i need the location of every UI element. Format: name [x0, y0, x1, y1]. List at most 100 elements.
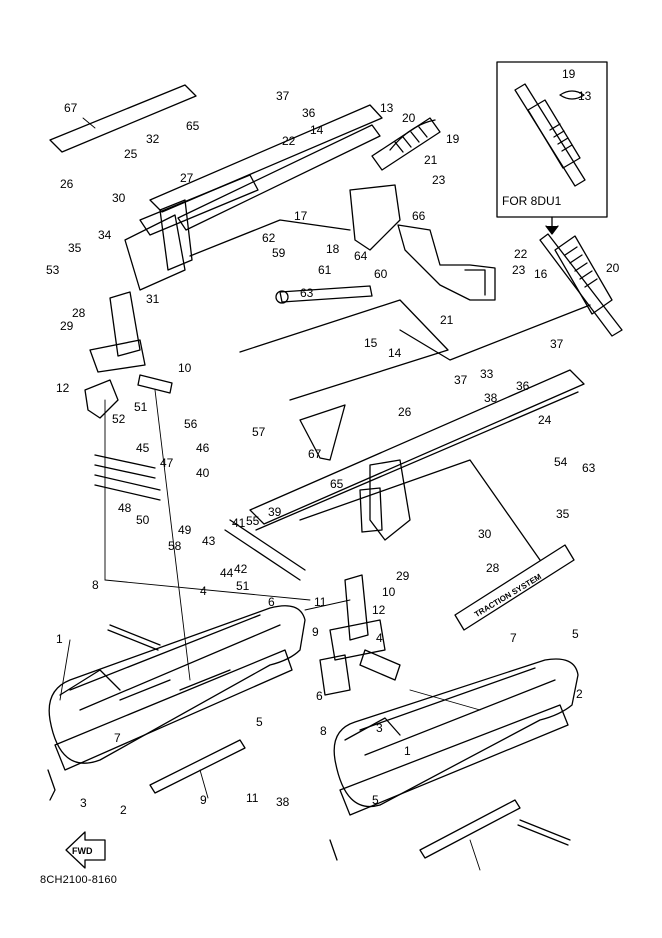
callout-number: 14 — [310, 123, 324, 137]
callout-number: 47 — [160, 456, 174, 470]
part-code: 8CH2100-8160 — [40, 874, 118, 886]
callout-number: 24 — [538, 413, 552, 427]
callout-number: 65 — [186, 119, 200, 133]
callout-number: 63 — [582, 461, 596, 475]
fwd-label: FWD — [72, 846, 93, 856]
callout-number: 58 — [168, 539, 182, 553]
leader-lines — [59, 117, 481, 871]
callout-number: 8 — [92, 578, 99, 592]
inset-pointer-head — [545, 225, 559, 235]
callout-number: 66 — [412, 209, 426, 223]
callout-number: 34 — [98, 228, 112, 242]
callout-number: 14 — [388, 346, 402, 360]
callout-number: 17 — [294, 209, 308, 223]
callout-number: 56 — [184, 417, 198, 431]
callout-number: 13 — [578, 89, 592, 103]
callout-number: 11 — [314, 595, 327, 609]
callout-number: 12 — [56, 381, 70, 395]
callout-number: 21 — [424, 153, 438, 167]
callout-number: 7 — [510, 631, 517, 645]
callout-number: 4 — [376, 631, 383, 645]
callout-number: 39 — [268, 505, 282, 519]
callout-number: 26 — [60, 177, 74, 191]
front-arm-left — [84, 291, 146, 419]
callout-number: 25 — [124, 147, 138, 161]
callout-frame-d — [299, 459, 541, 561]
callout-number: 2 — [576, 687, 583, 701]
callout-number: 2 — [120, 803, 127, 817]
callout-number: 48 — [118, 501, 132, 515]
callout-number: 36 — [302, 106, 316, 120]
callout-number: 53 — [46, 263, 60, 277]
shock-absorber-top — [371, 117, 441, 171]
callout-number: 12 — [372, 603, 386, 617]
callout-number: 13 — [380, 101, 394, 115]
callout-number: 33 — [480, 367, 494, 381]
callout-number: 18 — [326, 242, 340, 256]
callout-number: 5 — [572, 627, 579, 641]
center-bracket — [359, 459, 411, 541]
callout-number: 22 — [514, 247, 528, 261]
callout-number: 3 — [376, 721, 383, 735]
callout-number: 27 — [180, 171, 194, 185]
callout-number: 15 — [364, 336, 378, 350]
callout-number: 7 — [114, 731, 121, 745]
link-rod-mid — [299, 404, 346, 461]
callout-number: 40 — [196, 466, 210, 480]
callout-number: 65 — [330, 477, 344, 491]
decal-strip-top — [49, 84, 197, 153]
callout-number: 59 — [272, 246, 286, 260]
callout-number: 32 — [146, 132, 160, 146]
callout-frame-a — [239, 299, 449, 401]
callout-number: 19 — [562, 67, 576, 81]
callout-number: 23 — [432, 173, 446, 187]
callout-number: 35 — [556, 507, 570, 521]
callout-number: 63 — [300, 286, 314, 300]
callout-number: 10 — [382, 585, 396, 599]
upper-rear-arm-assembly — [124, 104, 383, 291]
callout-number: 41 — [232, 516, 246, 530]
callout-number: 19 — [446, 132, 460, 146]
callout-number: 10 — [178, 361, 192, 375]
callout-number: 6 — [268, 595, 275, 609]
callout-number: 37 — [454, 373, 468, 387]
bolt-left — [107, 624, 161, 651]
callout-number: 55 — [246, 514, 260, 528]
callout-number: 49 — [178, 523, 192, 537]
callout-number: 45 — [136, 441, 150, 455]
callout-number: 9 — [200, 793, 207, 807]
callout-number: 9 — [312, 625, 319, 639]
callout-number: 16 — [534, 267, 548, 281]
callout-number: 6 — [316, 689, 323, 703]
callout-number: 35 — [68, 241, 82, 255]
callout-number: 36 — [516, 379, 530, 393]
callout-number: 28 — [486, 561, 500, 575]
long-beam — [249, 369, 585, 531]
callout-frame-b — [189, 219, 351, 257]
stopper-bracket — [349, 184, 496, 301]
callout-number: 37 — [550, 337, 564, 351]
link-rod-top — [279, 285, 373, 303]
callout-number: 46 — [196, 441, 210, 455]
fwd-arrow — [65, 831, 106, 869]
callout-number: 21 — [440, 313, 454, 327]
callout-number: 23 — [512, 263, 526, 277]
callout-number: 5 — [256, 715, 263, 729]
callout-number: 62 — [262, 231, 276, 245]
callout-number: 29 — [60, 319, 74, 333]
callout-number: 38 — [484, 391, 498, 405]
callout-number: 22 — [282, 134, 296, 148]
callout-number: 1 — [404, 744, 411, 758]
shock-absorber-right — [539, 233, 623, 337]
callout-number: 1 — [56, 632, 63, 646]
callout-number: 51 — [236, 579, 250, 593]
callout-number: 51 — [134, 400, 148, 414]
callout-number: 31 — [146, 292, 160, 306]
callout-number: 57 — [252, 425, 266, 439]
callout-number: 37 — [276, 89, 290, 103]
callout-number: 20 — [402, 111, 416, 125]
callout-number: 20 — [606, 261, 620, 275]
inset-label: FOR 8DU1 — [502, 194, 562, 208]
callout-number: 29 — [396, 569, 410, 583]
